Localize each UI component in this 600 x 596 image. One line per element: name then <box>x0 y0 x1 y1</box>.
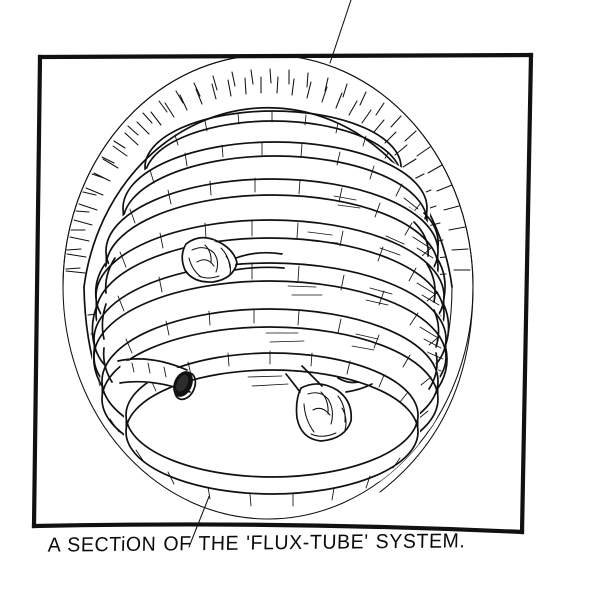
shell-right-sweep-outer <box>379 286 474 493</box>
drawing-frame <box>31 52 534 535</box>
tube-open-end-lower <box>117 358 197 401</box>
coil-crossovers <box>91 212 450 390</box>
coil-turn-7 <box>124 349 420 507</box>
top-leader-line <box>329 0 352 64</box>
coil-shading-accents <box>247 195 405 387</box>
shell-rim-hatching <box>65 68 471 276</box>
caption-leader-line <box>188 488 213 548</box>
knot-junction-left <box>181 236 285 283</box>
flux-tube-coil-system <box>91 110 450 507</box>
knot-junction-bottom <box>285 365 373 442</box>
leader-lines <box>188 0 352 548</box>
shell-inner-edge <box>62 54 474 288</box>
